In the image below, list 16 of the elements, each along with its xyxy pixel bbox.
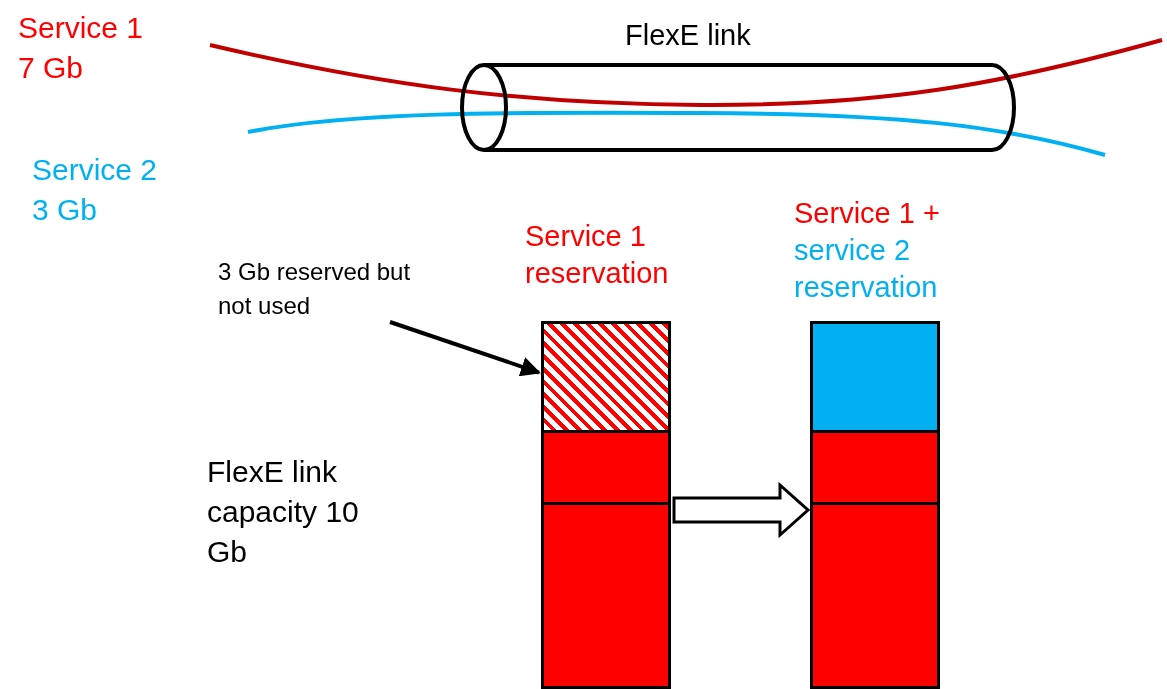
bar-heading: Service 1 +	[794, 196, 941, 231]
capacity-segment	[810, 430, 940, 505]
service-label: Service 1 7 Gb	[18, 10, 145, 86]
capacity-segment	[541, 430, 671, 505]
capacity-segment	[810, 321, 940, 433]
reserved-segment	[541, 321, 671, 433]
bar-heading: Service 1 reservation	[525, 219, 670, 291]
capacity-segment	[810, 502, 940, 689]
bar-heading: service 2 reservation	[794, 233, 939, 305]
link-title: FlexE link	[625, 18, 751, 53]
block-arrow	[672, 481, 811, 539]
leader-arrow	[389, 320, 541, 377]
capacity-segment	[541, 502, 671, 689]
service-label: Service 2 3 Gb	[32, 152, 159, 228]
note-text: 3 Gb reserved but not used	[218, 257, 412, 321]
capacity-label: FlexE link capacity 10 Gb	[207, 454, 360, 570]
